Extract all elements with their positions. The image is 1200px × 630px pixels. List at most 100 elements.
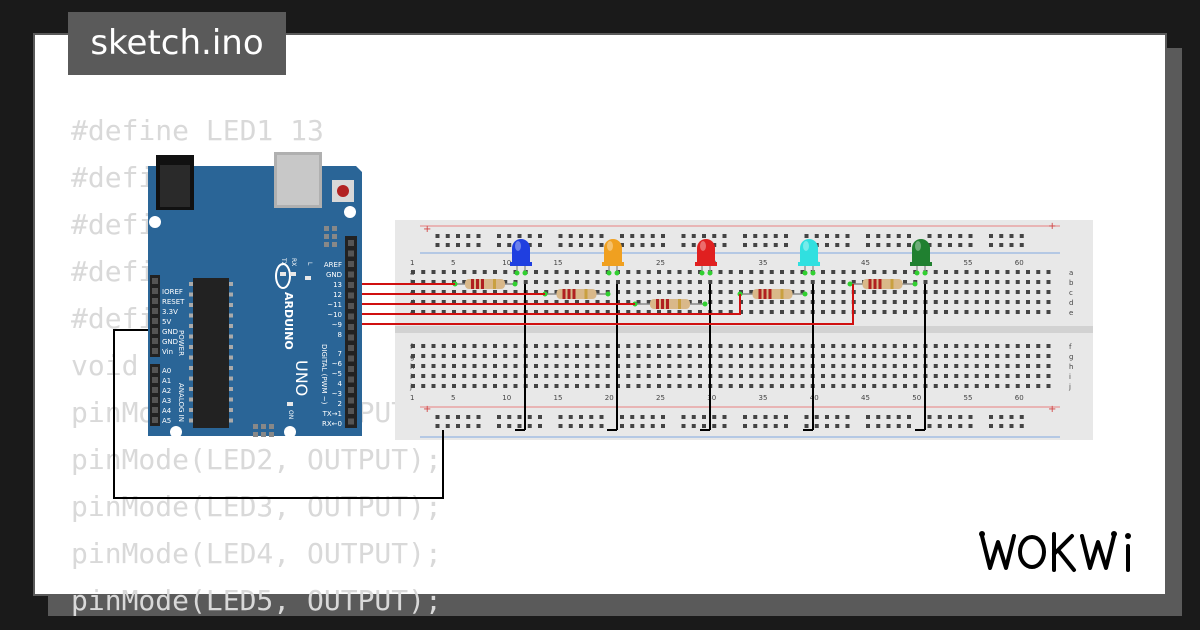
terminal-hole: [554, 280, 559, 284]
terminal-hole: [646, 290, 651, 294]
rail-hole: [691, 234, 696, 238]
terminal-hole: [421, 300, 426, 304]
icsp-pin: [253, 424, 258, 429]
terminal-hole: [718, 290, 723, 294]
icsp-pin: [324, 226, 329, 231]
rail-hole: [1019, 424, 1024, 428]
column-number: 20: [605, 394, 614, 402]
terminal-hole: [985, 270, 989, 274]
terminal-hole: [564, 270, 569, 274]
terminal-hole: [441, 310, 446, 314]
terminal-hole: [554, 374, 559, 378]
terminal-hole: [482, 270, 487, 274]
terminal-hole: [1046, 290, 1051, 294]
led-body: [697, 239, 715, 266]
rail-hole: [445, 415, 450, 419]
resistor-band: [481, 279, 484, 289]
terminal-hole: [534, 344, 538, 348]
terminal-hole: [944, 310, 948, 314]
terminal-hole: [482, 344, 487, 348]
led-rim: [510, 262, 532, 266]
rail-hole: [989, 424, 993, 428]
terminal-hole: [513, 384, 518, 388]
terminal-hole: [544, 364, 549, 368]
header-pin: [152, 328, 158, 334]
rail-hole: [579, 424, 583, 428]
rail-hole: [620, 243, 624, 247]
terminal-hole: [544, 344, 549, 348]
terminal-hole: [964, 384, 969, 388]
rail-hole: [968, 243, 973, 247]
terminal-hole: [728, 280, 733, 284]
column-number: 35: [759, 394, 768, 402]
terminal-hole: [985, 384, 989, 388]
pin-highlight: [702, 301, 708, 307]
terminal-hole: [790, 374, 795, 378]
terminal-hole: [1015, 344, 1020, 348]
led-shine: [607, 241, 613, 251]
terminal-hole: [749, 384, 754, 388]
rail-hole: [527, 415, 532, 419]
terminal-hole: [974, 364, 979, 368]
led-shine: [700, 241, 706, 251]
rail-hole: [681, 424, 686, 428]
terminal-hole: [1005, 374, 1010, 378]
terminal-hole: [605, 384, 610, 388]
header-pin: [348, 313, 354, 320]
led-shine: [915, 241, 921, 251]
terminal-hole: [534, 290, 538, 294]
terminal-hole: [862, 374, 866, 378]
pin-highlight: [707, 270, 713, 276]
terminal-hole: [933, 280, 938, 284]
terminal-hole: [995, 354, 1000, 358]
rail-hole: [927, 243, 932, 247]
rail-hole: [640, 243, 645, 247]
terminal-hole: [728, 364, 733, 368]
rail-hole: [497, 415, 501, 419]
terminal-hole: [462, 354, 467, 358]
terminal-hole: [472, 270, 477, 274]
terminal-hole: [585, 374, 590, 378]
terminal-hole: [626, 354, 631, 358]
terminal-hole: [441, 344, 446, 348]
terminal-hole: [575, 344, 579, 348]
chip-pin: [229, 418, 233, 423]
rail-hole: [968, 424, 973, 428]
rail-hole: [866, 243, 870, 247]
terminal-hole: [667, 290, 672, 294]
led-rim: [910, 262, 932, 266]
pin-highlight: [847, 281, 853, 287]
mounting-hole: [284, 426, 296, 438]
terminal-hole: [954, 344, 959, 348]
rail-hole: [579, 234, 583, 238]
rail-hole: [907, 424, 911, 428]
terminal-hole: [933, 344, 938, 348]
terminal-hole: [1015, 310, 1020, 314]
column-number: 35: [759, 259, 768, 267]
terminal-hole: [452, 290, 456, 294]
header-pin: [152, 338, 158, 344]
terminal-hole: [1046, 310, 1051, 314]
terminal-hole: [749, 280, 754, 284]
resistor-band: [493, 279, 496, 289]
terminal-hole: [431, 384, 436, 388]
terminal-hole: [482, 384, 487, 388]
rail-hole: [814, 415, 819, 419]
rail-hole: [886, 424, 891, 428]
rail-hole: [763, 424, 768, 428]
header-pin: [348, 261, 354, 267]
terminal-hole: [759, 384, 764, 388]
rail-hole: [650, 415, 655, 419]
terminal-hole: [513, 364, 518, 368]
rail-hole: [722, 415, 727, 419]
chip-pin: [189, 345, 193, 349]
terminal-hole: [554, 364, 559, 368]
terminal-hole: [472, 344, 477, 348]
terminal-hole: [605, 344, 610, 348]
terminal-hole: [677, 310, 682, 314]
rail-hole: [599, 234, 604, 238]
header-pin: [152, 367, 158, 373]
terminal-hole: [739, 364, 743, 368]
terminal-hole: [411, 374, 415, 378]
terminal-hole: [708, 280, 713, 284]
